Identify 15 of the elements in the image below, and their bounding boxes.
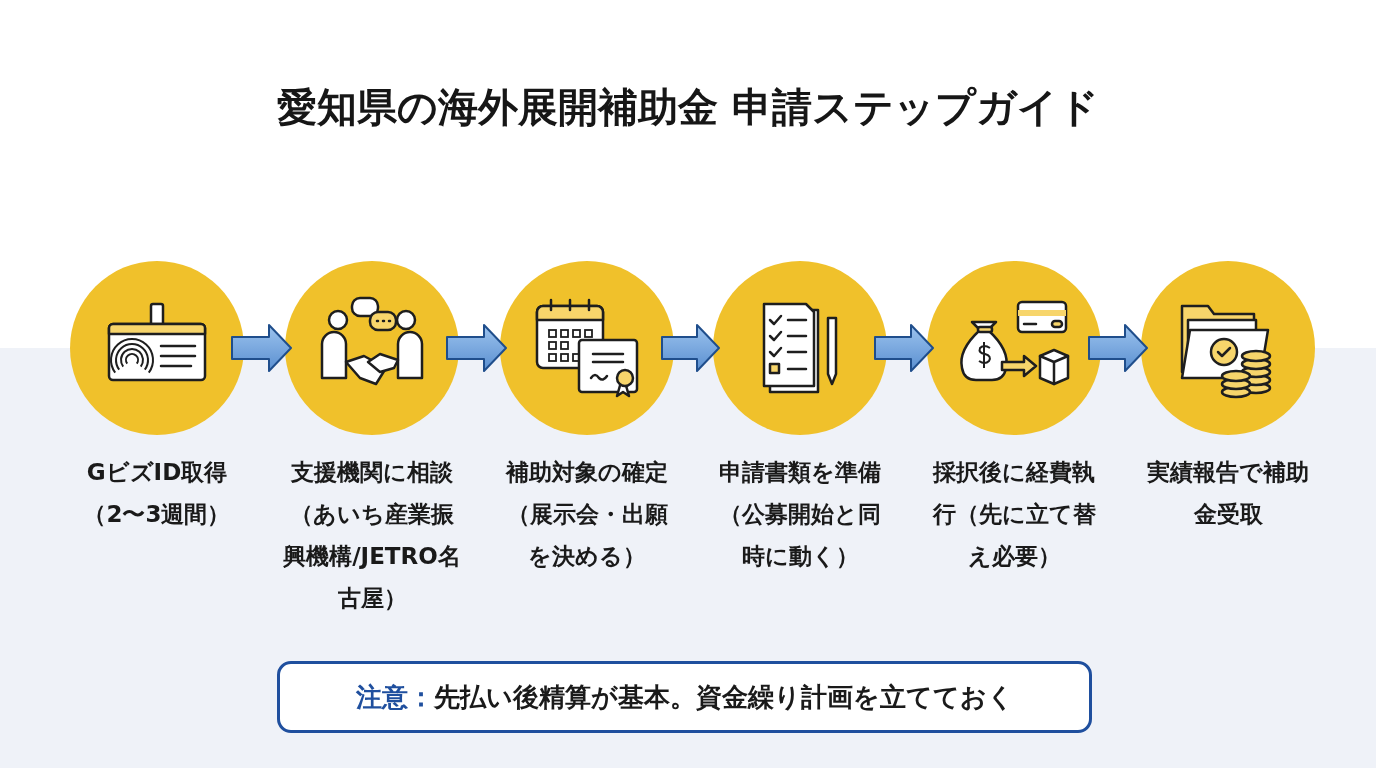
arrow <box>1088 324 1148 372</box>
note-box <box>277 661 1092 733</box>
step-label: 実績報告で補助金受取 <box>1146 458 1310 529</box>
arrow <box>874 324 934 372</box>
step-label: GビズID取得（2〜3週間） <box>82 458 232 529</box>
title: 愛知県の海外展開補助金 申請ステップガイド <box>276 83 1100 132</box>
note-heading: 注意： <box>355 680 434 714</box>
arrow <box>231 324 292 372</box>
arrow <box>446 324 507 372</box>
arrow <box>661 324 720 372</box>
note-text: 先払い後精算が基本。資金繰り計画を立てておく <box>433 680 1014 714</box>
step-label: 採択後に経費執行（先に立て替え必要） <box>931 458 1097 571</box>
step-label: 申請書類を準備（公募開始と同時に動く） <box>718 458 882 571</box>
step-label: 支援機関に相談（あいち産業振興機構/JETRO名古屋） <box>282 458 462 613</box>
step-label: 補助対象の確定（展示会・出願を決める） <box>504 458 669 571</box>
